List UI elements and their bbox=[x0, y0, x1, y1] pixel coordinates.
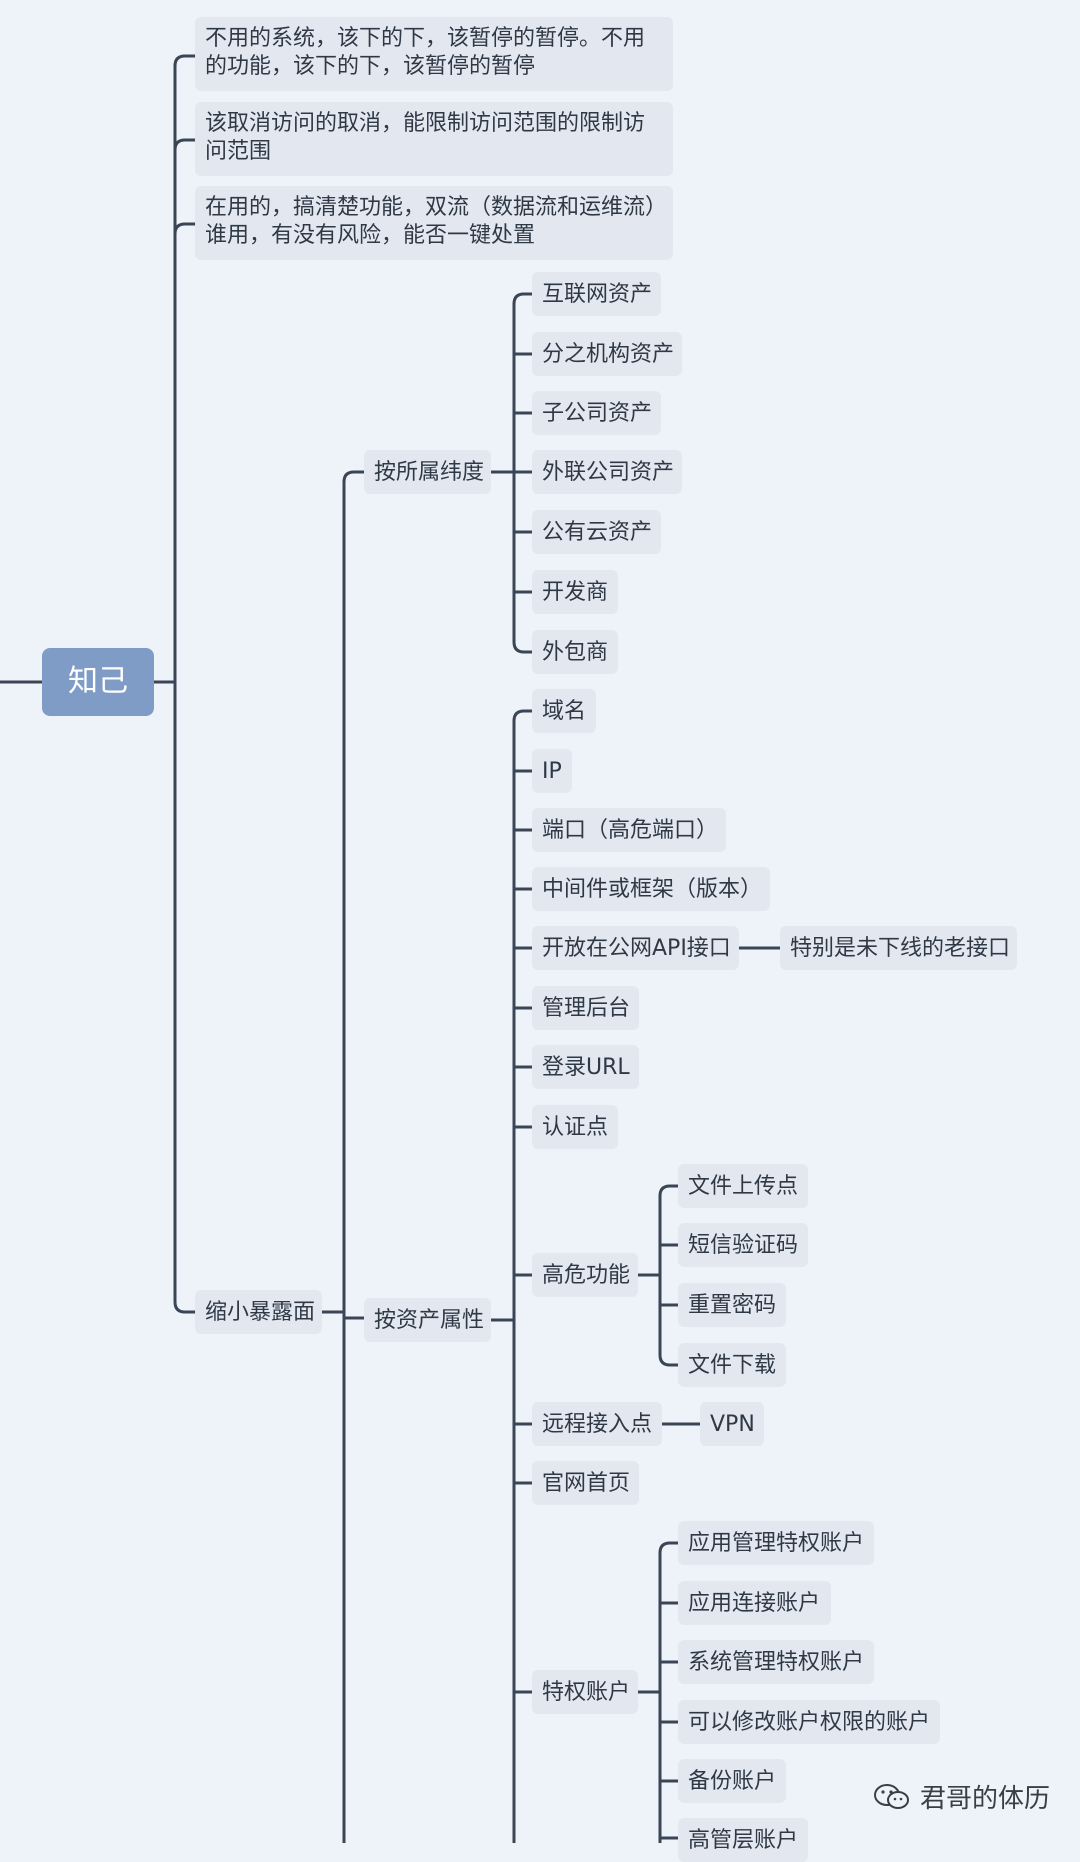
known-item: 该取消访问的取消，能限制访问范围的限制访问范围 bbox=[195, 102, 673, 176]
privileged-node: 特权账户 bbox=[532, 1670, 638, 1714]
attribute-item: 开放在公网API接口 bbox=[532, 926, 739, 970]
line-known-1 bbox=[173, 54, 197, 68]
attribute-item: IP bbox=[532, 749, 572, 793]
attribute-item: 域名 bbox=[532, 689, 596, 733]
line-own-spine bbox=[512, 302, 534, 654]
privileged-item: 可以修改账户权限的账户 bbox=[678, 1700, 940, 1744]
attribute-item: 官网首页 bbox=[532, 1461, 639, 1505]
high-risk-item: 文件下载 bbox=[678, 1343, 786, 1387]
attribute-item: 端口（高危端口） bbox=[532, 808, 726, 852]
ownership-item: 开发商 bbox=[532, 570, 618, 614]
privileged-item: 应用连接账户 bbox=[678, 1581, 831, 1625]
ownership-node: 按所属纬度 bbox=[364, 450, 491, 494]
known-item: 在用的，搞清楚功能，双流（数据流和运维流）谁用，有没有风险，能否一键处置 bbox=[195, 186, 673, 260]
ownership-item: 外包商 bbox=[532, 630, 618, 674]
line-own-1 bbox=[512, 292, 534, 306]
reduce-exposure-node: 缩小暴露面 bbox=[195, 1290, 322, 1334]
api-note: 特别是未下线的老接口 bbox=[780, 926, 1017, 970]
attribute-node: 按资产属性 bbox=[364, 1298, 491, 1342]
ownership-item: 互联网资产 bbox=[532, 272, 661, 316]
vpn-node: VPN bbox=[700, 1402, 764, 1446]
privileged-item: 高管层账户 bbox=[678, 1818, 808, 1862]
line-known-3 bbox=[173, 222, 197, 236]
root-node: 知己 bbox=[42, 648, 154, 716]
ownership-item: 分之机构资产 bbox=[532, 332, 682, 376]
ownership-item: 公有云资产 bbox=[532, 510, 661, 554]
privileged-item: 系统管理特权账户 bbox=[678, 1640, 874, 1684]
high-risk-item: 重置密码 bbox=[678, 1283, 786, 1327]
attribute-item: 管理后台 bbox=[532, 986, 639, 1030]
privileged-item: 应用管理特权账户 bbox=[678, 1521, 874, 1565]
known-item: 不用的系统，该下的下，该暂停的暂停。不用的功能，该下的下，该暂停的暂停 bbox=[195, 17, 673, 91]
high-risk-item: 短信验证码 bbox=[678, 1223, 808, 1267]
privileged-item: 备份账户 bbox=[678, 1759, 786, 1803]
attribute-item: 认证点 bbox=[532, 1105, 618, 1149]
wechat-icon bbox=[873, 1783, 909, 1809]
attribute-item: 中间件或框架（版本） bbox=[532, 867, 770, 911]
watermark-text: 君哥的体历 bbox=[919, 1784, 1050, 1814]
line-attr-1 bbox=[512, 709, 534, 723]
line-pr-1 bbox=[658, 1541, 680, 1555]
line-ownership bbox=[342, 470, 366, 484]
line-spine bbox=[173, 64, 197, 1314]
line-known-2 bbox=[173, 138, 197, 152]
high-risk-node: 高危功能 bbox=[532, 1253, 638, 1297]
line-hr-spine bbox=[658, 1194, 680, 1367]
line-hr-1 bbox=[658, 1184, 680, 1198]
attribute-item: 登录URL bbox=[532, 1045, 639, 1089]
ownership-item: 子公司资产 bbox=[532, 391, 661, 435]
high-risk-item: 文件上传点 bbox=[678, 1164, 808, 1208]
watermark: 君哥的体历 bbox=[872, 1778, 1050, 1815]
attribute-item: 远程接入点 bbox=[532, 1402, 662, 1446]
ownership-item: 外联公司资产 bbox=[532, 450, 682, 494]
